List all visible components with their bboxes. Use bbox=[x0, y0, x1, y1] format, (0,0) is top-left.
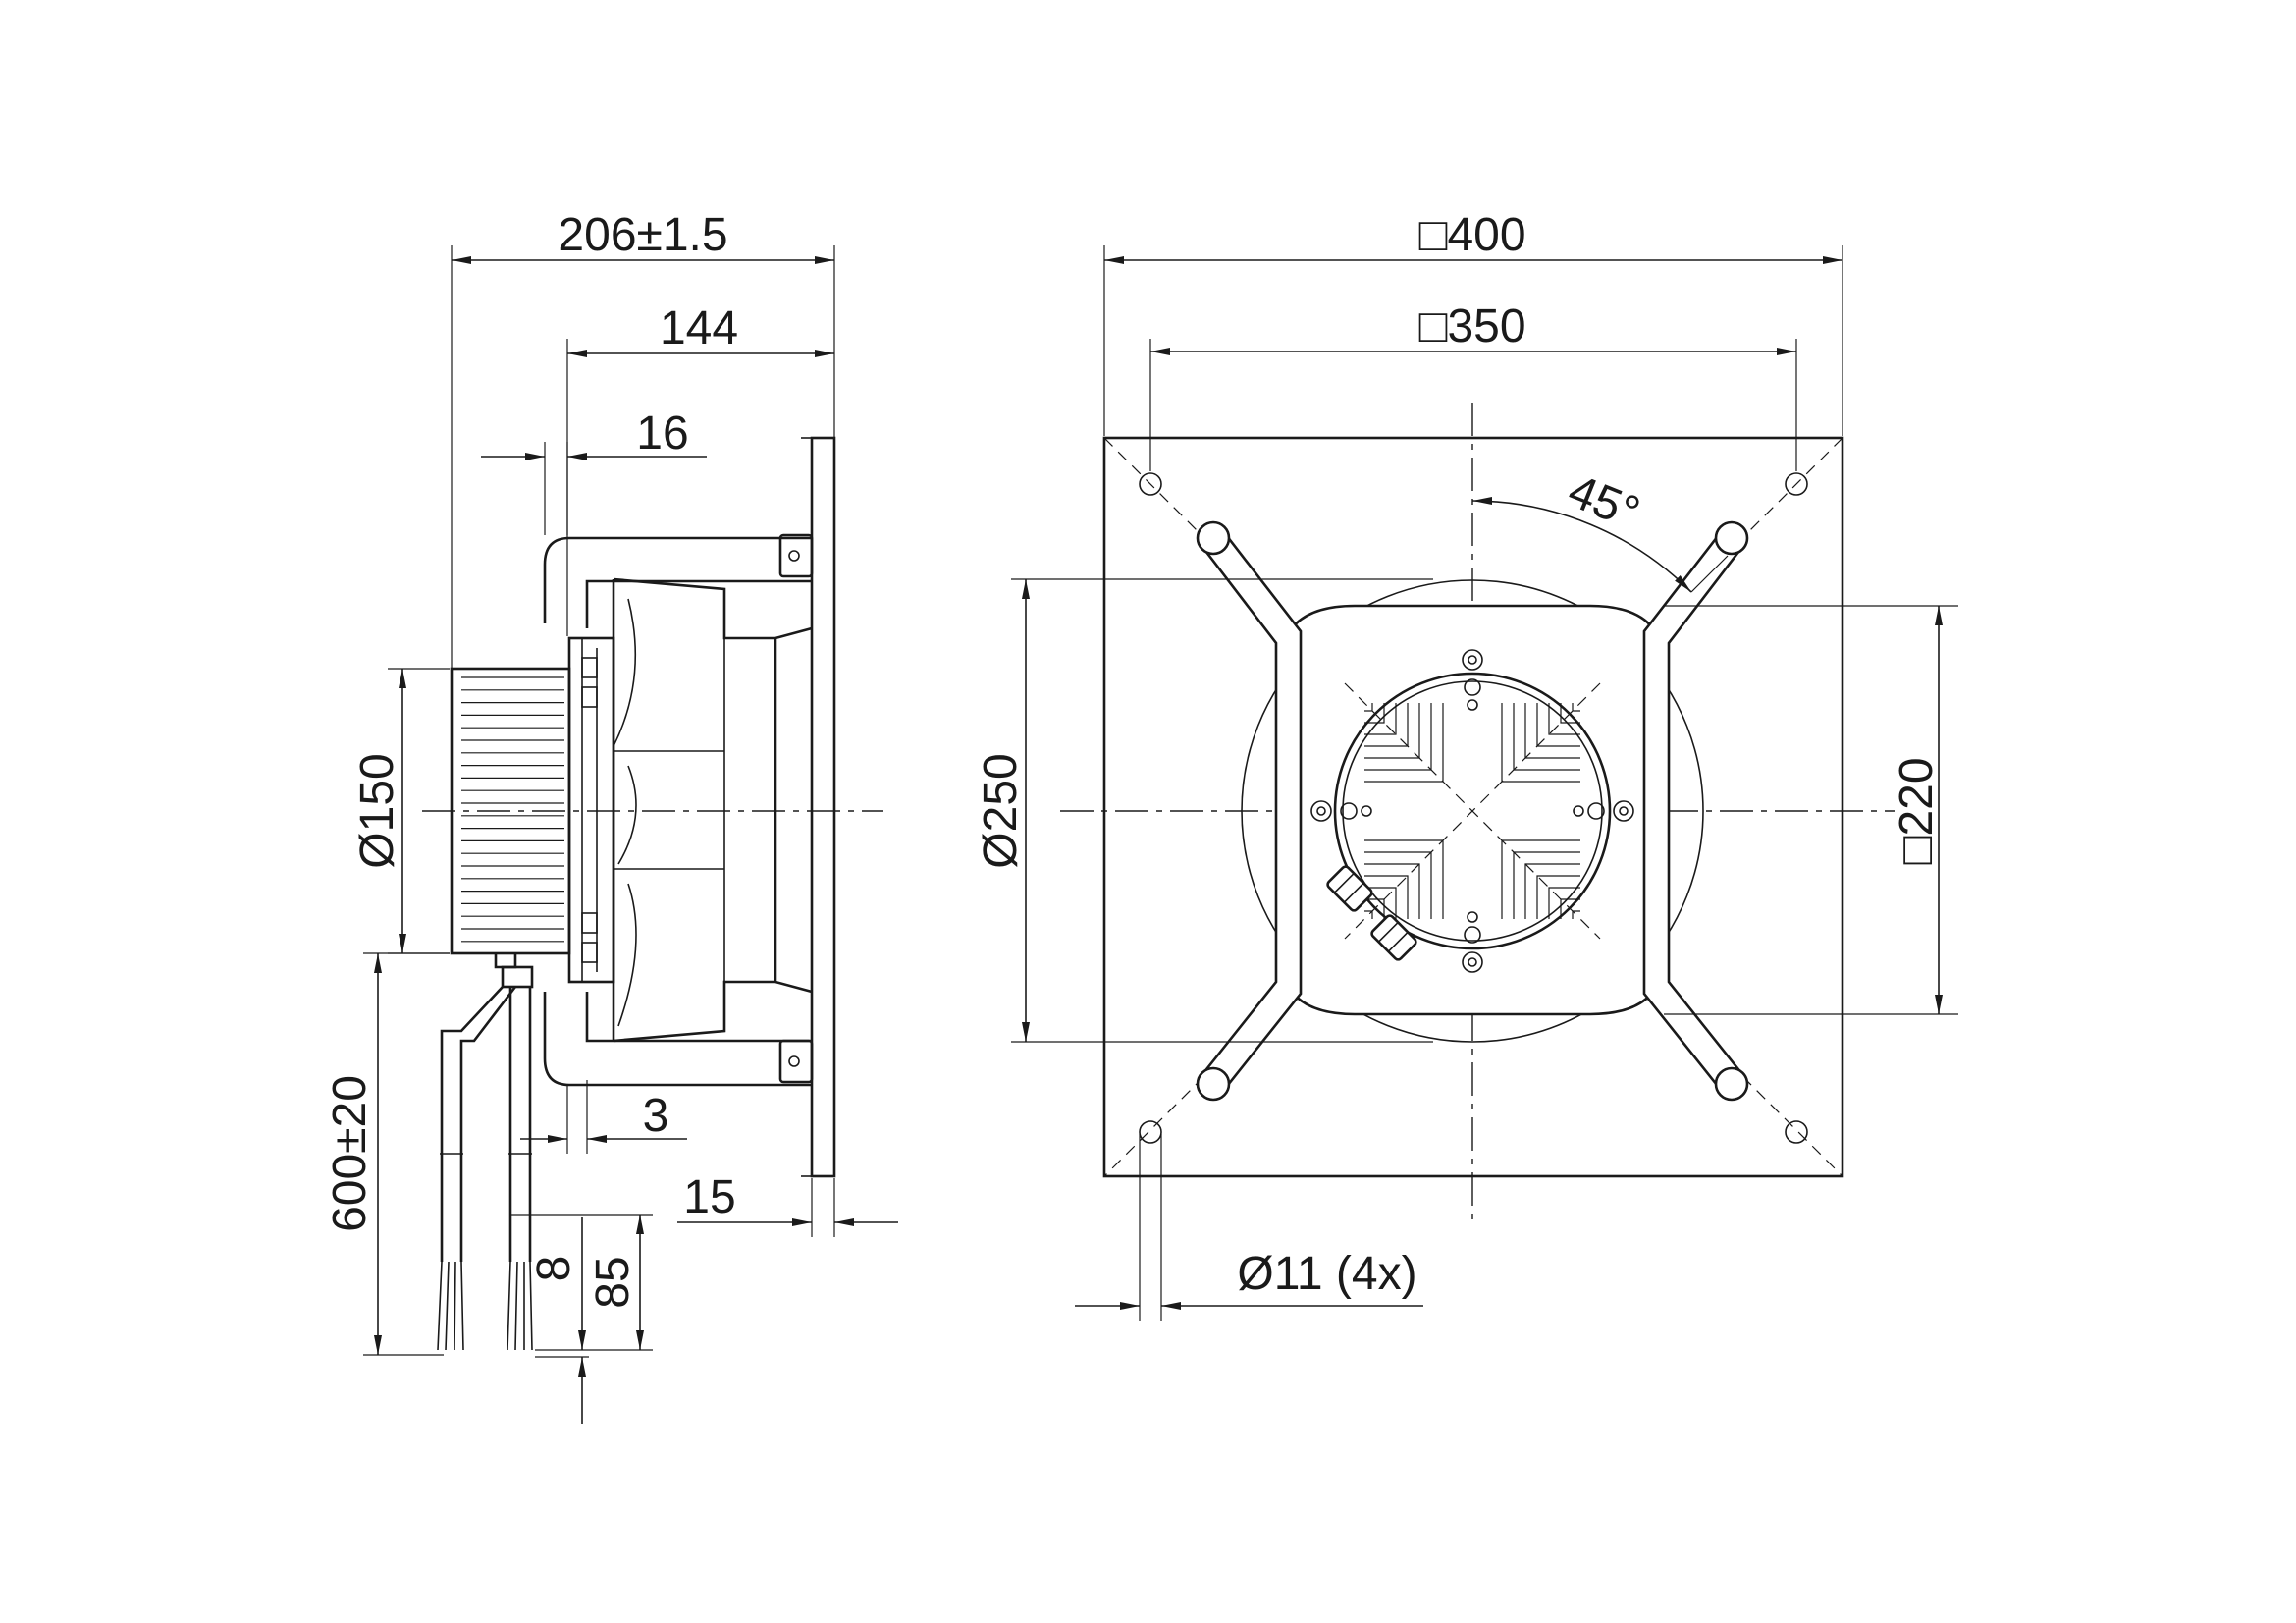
dim-impeller-diameter: Ø250 bbox=[975, 753, 1027, 868]
mounting-plate bbox=[810, 436, 836, 1178]
mounting-hole-br bbox=[1785, 1120, 1808, 1144]
cable-gland bbox=[494, 953, 517, 969]
mounting-hole-tl bbox=[1139, 472, 1162, 496]
dim-plate-outer: □400 bbox=[1418, 209, 1525, 261]
dim-nozzle-offset: 16 bbox=[636, 407, 688, 460]
support-strut-top bbox=[543, 536, 812, 623]
front-cable-gland-2 bbox=[1370, 914, 1417, 961]
dim-angle: 45° bbox=[1561, 464, 1646, 539]
motor-cooling-fin bbox=[1364, 703, 1580, 919]
mounting-hole-tr bbox=[1785, 472, 1808, 496]
impeller-shroud bbox=[613, 577, 813, 640]
dim-plate-thickness: 15 bbox=[683, 1171, 735, 1223]
front-cable-gland-1 bbox=[1326, 865, 1373, 912]
rotor-disc bbox=[567, 636, 615, 984]
motor-cooling-fin bbox=[1364, 703, 1580, 919]
dim-wire-end: 85 bbox=[587, 1256, 639, 1308]
dim-housing-depth: 144 bbox=[660, 302, 738, 354]
strut-foot-top bbox=[778, 533, 814, 578]
strut-foot-bottom bbox=[778, 1039, 814, 1084]
dim-small-offset: 3 bbox=[643, 1090, 669, 1142]
dim-wire-strip: 8 bbox=[528, 1256, 580, 1282]
dim-hole-diameter: Ø11 (4x) bbox=[1237, 1248, 1416, 1300]
cable-left bbox=[440, 986, 504, 1262]
front-view: □400 □350 Ø250 □220 45° Ø11 (4x) bbox=[975, 209, 1958, 1321]
motor-cooling-fin bbox=[1364, 703, 1580, 919]
dim-overall-depth: 206±1.5 bbox=[558, 209, 727, 261]
front-plate bbox=[1102, 436, 1844, 1178]
dim-hole-pitch: □350 bbox=[1418, 300, 1525, 352]
dim-cable-length: 600±20 bbox=[324, 1075, 376, 1232]
wire-ends-right bbox=[507, 1261, 533, 1351]
mounting-hole-bl bbox=[1139, 1120, 1162, 1144]
motor-heatsink bbox=[450, 667, 571, 955]
dim-motor-square: □220 bbox=[1891, 757, 1943, 864]
side-view: 206±1.5 144 16 Ø150 600±20 3 15 bbox=[324, 209, 898, 1424]
wire-ends-left bbox=[437, 1261, 464, 1351]
support-strut-bottom bbox=[543, 992, 812, 1087]
dim-motor-diameter: Ø150 bbox=[351, 753, 403, 868]
